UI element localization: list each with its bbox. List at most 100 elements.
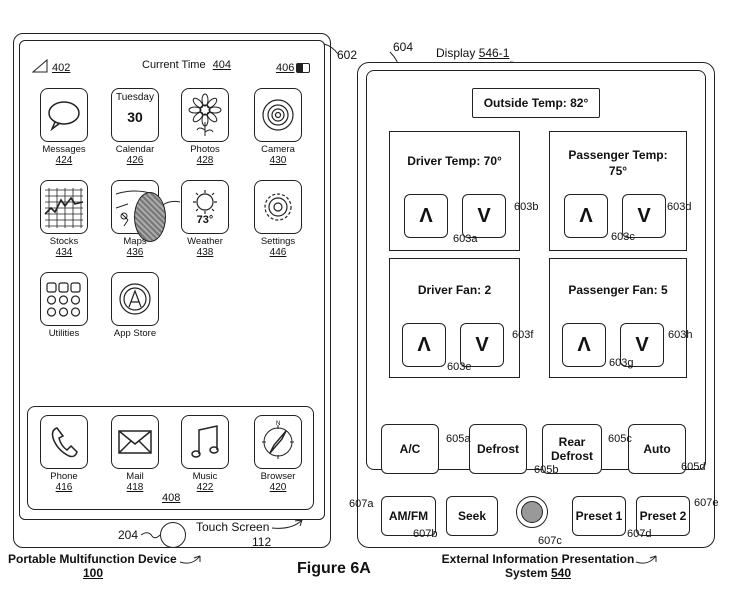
dock-mail[interactable]: Mail 418 (100, 415, 170, 493)
panel-value: 75° (608, 164, 628, 178)
panel-passenger-temp: Passenger Temp: 75° Λ V (549, 131, 687, 251)
passenger-temp-up-button[interactable]: Λ (564, 194, 608, 238)
flower-icon (181, 88, 229, 142)
auto-button[interactable]: Auto (628, 424, 686, 474)
app-label: Weather (187, 236, 223, 247)
app-ref: 436 (126, 247, 144, 258)
volume-knob[interactable] (516, 496, 548, 528)
am-fm-ref: 607a (349, 498, 374, 510)
seek-button[interactable]: Seek (446, 496, 498, 536)
driver-temp-down-button[interactable]: V (462, 194, 506, 238)
calendar-icon: Tuesday 30 (111, 88, 159, 142)
defrost-ref: 605b (534, 464, 559, 476)
passenger-temp-down-button[interactable]: V (622, 194, 666, 238)
panel-passenger-fan: Passenger Fan: 5 Λ V (549, 258, 687, 378)
battery-icon (296, 63, 310, 73)
preset-2-button[interactable]: Preset 2 (636, 496, 690, 536)
app-ref: 438 (196, 247, 214, 258)
app-ref: 420 (269, 482, 287, 493)
app-label: Settings (260, 236, 296, 247)
passenger-temp-down-ref: 603d (667, 201, 692, 213)
app-settings[interactable]: Settings 446 (243, 180, 313, 258)
app-app-store[interactable]: App Store (100, 272, 170, 339)
app-label: Music (192, 471, 218, 482)
rear-defrost-button[interactable]: Rear Defrost (542, 424, 602, 474)
driver-temp-up-button[interactable]: Λ (404, 194, 448, 238)
app-label: App Store (113, 328, 157, 339)
rear-defrost-ref: 605c (608, 433, 632, 445)
device-ref: 602 (337, 48, 358, 62)
app-messages[interactable]: Messages 424 (29, 88, 99, 166)
preset-2-ref: 607e (694, 497, 719, 509)
figure-label: Figure 6A (297, 560, 371, 577)
defrost-button[interactable]: Defrost (469, 424, 527, 474)
panel-title: Driver Temp: 70° (407, 154, 502, 168)
driver-fan-down-button[interactable]: V (460, 323, 504, 367)
panel-driver-fan: Driver Fan: 2 Λ V (389, 258, 520, 378)
auto-ref: 605d (681, 461, 706, 473)
finger-contact (134, 192, 166, 242)
compass-icon: N (254, 415, 302, 469)
app-ref: 416 (55, 482, 73, 493)
calendar-day: Tuesday (116, 92, 154, 103)
app-label: Utilities (48, 328, 80, 339)
external-ref: 604 (393, 40, 414, 54)
app-stocks[interactable]: Stocks 434 (29, 180, 99, 258)
signal-ref: 402 (52, 62, 71, 74)
utilities-grid-icon (40, 272, 88, 326)
driver-temp-down-ref: 603b (514, 201, 539, 213)
battery-ref: 406 (276, 62, 295, 74)
current-time: Current Time 404 (142, 59, 231, 71)
app-label: Maps (123, 236, 147, 247)
volume-knob-center (521, 501, 543, 523)
seek-ref: 607b (413, 528, 438, 540)
home-button[interactable] (160, 522, 186, 548)
preset-1-ref: 607d (627, 528, 652, 540)
app-label: Stocks (49, 236, 79, 247)
am-fm-button[interactable]: AM/FM (381, 496, 436, 536)
app-photos[interactable]: Photos 428 (170, 88, 240, 166)
app-label: Mail (126, 471, 144, 482)
external-caption-line1: External Information Presentation (441, 552, 635, 566)
device-caption-ref: 100 (83, 566, 104, 580)
panel-driver-temp: Driver Temp: 70° Λ V (389, 131, 520, 251)
app-label: Calendar (115, 144, 155, 155)
panel-title: Driver Fan: 2 (417, 283, 492, 297)
driver-fan-down-ref: 603f (512, 329, 534, 341)
driver-fan-up-button[interactable]: Λ (402, 323, 446, 367)
passenger-fan-down-button[interactable]: V (620, 323, 664, 367)
display-label-text: Display (436, 46, 476, 60)
current-time-ref: 404 (212, 59, 231, 71)
passenger-fan-down-ref: 603h (668, 329, 693, 341)
weather-sun-icon: 73° (181, 180, 229, 234)
dock-tray-ref: 408 (162, 492, 181, 504)
app-label: Photos (190, 144, 220, 155)
app-utilities[interactable]: Utilities (29, 272, 99, 339)
passenger-fan-up-ref: 603g (609, 357, 634, 369)
touch-screen-ref: 112 (252, 535, 272, 549)
external-caption-ref: 540 (551, 566, 572, 580)
device-caption: Portable Multifunction Device 100 (8, 552, 177, 580)
touch-screen-label: Touch Screen (196, 520, 270, 534)
app-ref: 446 (269, 247, 287, 258)
dock-browser[interactable]: N Browser 420 (243, 415, 313, 493)
dock-phone[interactable]: Phone 416 (29, 415, 99, 493)
app-camera[interactable]: Camera 430 (243, 88, 313, 166)
messages-icon (40, 88, 88, 142)
app-label: Browser (260, 471, 296, 482)
ac-button[interactable]: A/C (381, 424, 439, 474)
app-ref: 422 (196, 482, 214, 493)
app-ref: 434 (55, 247, 73, 258)
external-caption-line2: System 540 (438, 566, 638, 580)
app-calendar[interactable]: Tuesday 30 Calendar 426 (100, 88, 170, 166)
weather-temp: 73° (196, 214, 214, 226)
dock-music[interactable]: Music 422 (170, 415, 240, 493)
passenger-fan-up-button[interactable]: Λ (562, 323, 606, 367)
passenger-temp-up-ref: 603c (611, 231, 635, 243)
app-weather[interactable]: 73° Weather 438 (170, 180, 240, 258)
mail-envelope-icon (111, 415, 159, 469)
display-label: Display 546-1 (436, 46, 509, 60)
driver-fan-up-ref: 603e (447, 361, 472, 373)
preset-1-button[interactable]: Preset 1 (572, 496, 626, 536)
music-note-icon (181, 415, 229, 469)
